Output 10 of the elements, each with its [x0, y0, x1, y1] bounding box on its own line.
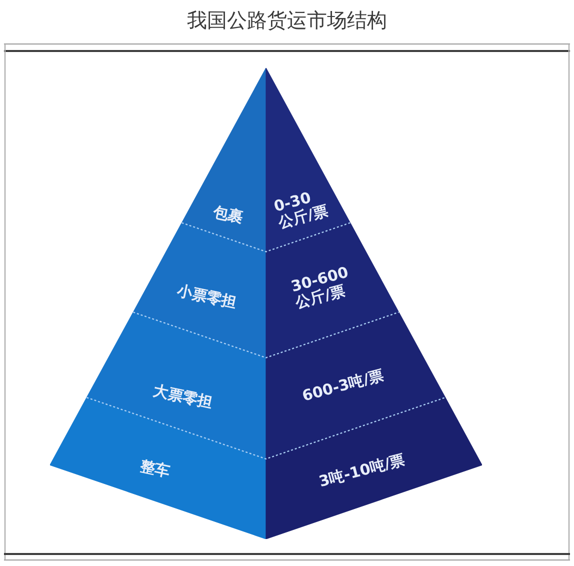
range-label: 600-3吨/票 [300, 367, 386, 405]
tier-label: 包裹 [212, 204, 244, 226]
range-label: 30-600 公斤/票 [289, 264, 352, 312]
range-label: 0-30 公斤/票 [272, 187, 330, 232]
range-label: 3吨-10吨/票 [317, 451, 407, 491]
pyramid-tier [181, 68, 351, 252]
title: 我国公路货运市场结构 [187, 8, 387, 32]
tier-label: 大票零担 [152, 382, 214, 412]
tier-label: 小票零担 [176, 282, 238, 312]
tier-label: 整车 [138, 458, 172, 480]
